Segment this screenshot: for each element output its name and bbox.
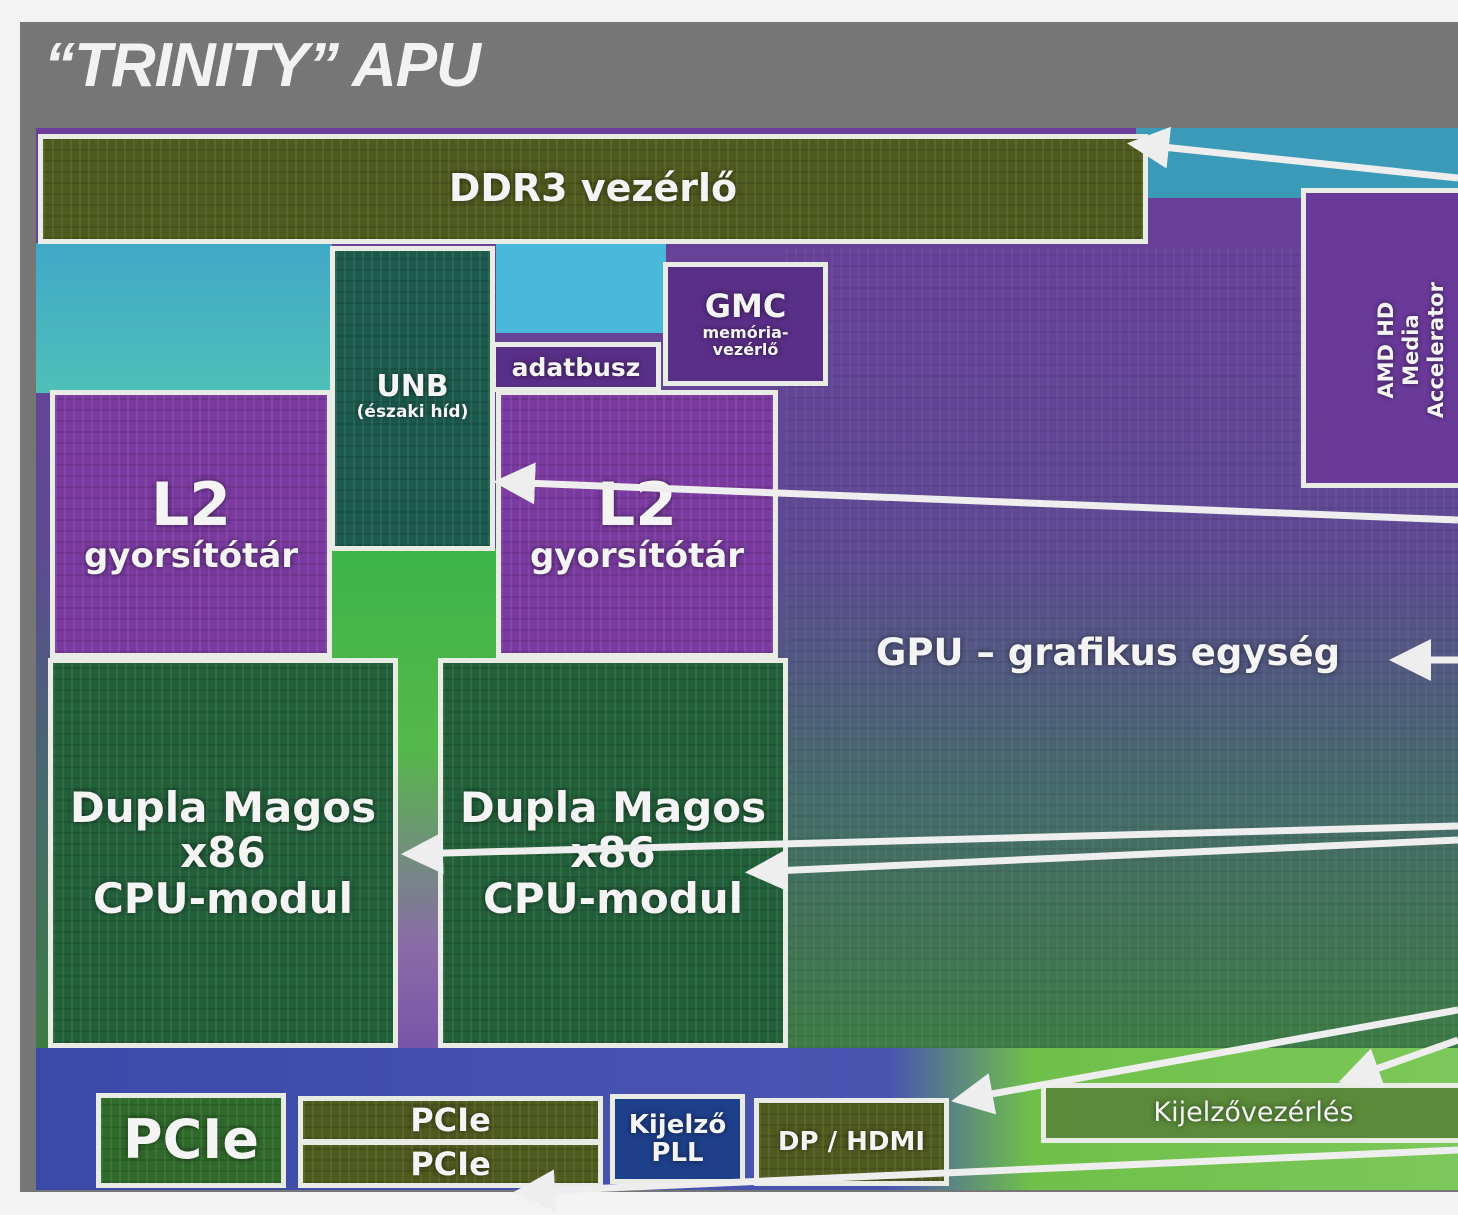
kijelzo-pll-line1: Kijelző bbox=[628, 1109, 727, 1140]
cpu-left-line3: CPU-modul bbox=[92, 873, 354, 923]
pcie-bottom-label: PCIe bbox=[410, 1144, 491, 1183]
io-region-cyan bbox=[36, 243, 332, 393]
arrow-kijelzovezerles bbox=[1338, 1036, 1458, 1089]
l2-cache-left-block: L2 gyorsítótár bbox=[50, 390, 332, 658]
pcie-bottom-block: PCIe bbox=[298, 1140, 603, 1188]
dp-hdmi-block: DP / HDMI bbox=[754, 1098, 949, 1186]
gmc-sub2: vezérlő bbox=[712, 340, 779, 360]
pcie-big-label: PCIe bbox=[123, 1108, 259, 1172]
gmc-block: GMC memória- vezérlő bbox=[663, 262, 828, 386]
arrow-pcie bbox=[513, 1146, 1458, 1212]
die-shot: DDR3 vezérlő AMD HD Media Accelerator GM… bbox=[36, 128, 1458, 1190]
gmc-sub1: memória- bbox=[702, 323, 789, 342]
unb-sub: (északi híd) bbox=[356, 402, 469, 423]
l2-left-sub: gyorsítótár bbox=[83, 536, 299, 577]
pcie-big-block: PCIe bbox=[96, 1093, 286, 1188]
media-accelerator-block bbox=[1301, 188, 1458, 488]
l2-cache-right-block: L2 gyorsítótár bbox=[496, 390, 778, 658]
adatbusz-label: adatbusz bbox=[511, 352, 641, 382]
cpu-right-line3: CPU-modul bbox=[482, 873, 744, 923]
l2-left-title: L2 bbox=[151, 470, 231, 541]
ddr3-label: DDR3 vezérlő bbox=[448, 166, 738, 211]
kijelzo-pll-line2: PLL bbox=[651, 1138, 704, 1168]
dp-hdmi-label: DP / HDMI bbox=[777, 1126, 926, 1157]
cpu-module-left-block: Dupla Magos x86 CPU-modul bbox=[48, 658, 398, 1048]
diagram-title: “TRINITY” APU bbox=[44, 31, 481, 100]
cpu-module-right-block: Dupla Magos x86 CPU-modul bbox=[438, 658, 788, 1048]
cpu-left-line1: Dupla Magos bbox=[69, 782, 377, 832]
gmc-title: GMC bbox=[704, 287, 787, 326]
arrow-ddr3 bbox=[1127, 126, 1458, 182]
pcie-top-label: PCIe bbox=[410, 1100, 491, 1139]
cpu-right-line2: x86 bbox=[570, 828, 656, 878]
ddr3-controller-block: DDR3 vezérlő bbox=[38, 134, 1148, 244]
unb-title: UNB bbox=[376, 369, 449, 404]
gpu-label: GPU – grafikus egység bbox=[876, 631, 1341, 674]
l2-right-sub: gyorsítótár bbox=[529, 536, 745, 577]
arrow-unb bbox=[493, 462, 1458, 524]
kijelzovezerles-label: Kijelzővezérlés bbox=[1153, 1097, 1354, 1129]
kijelzovezerles-block: Kijelzővezérlés bbox=[1041, 1083, 1458, 1143]
arrow-dp-hdmi bbox=[951, 1006, 1458, 1115]
cpu-right-line1: Dupla Magos bbox=[459, 782, 767, 832]
arrow-cpu-right bbox=[745, 836, 1458, 892]
cpu-left-line2: x86 bbox=[180, 828, 266, 878]
io-region-cyan-2 bbox=[496, 243, 666, 333]
arrow-cpu-left bbox=[401, 822, 1458, 875]
unb-block: UNB (északi híd) bbox=[330, 246, 495, 551]
